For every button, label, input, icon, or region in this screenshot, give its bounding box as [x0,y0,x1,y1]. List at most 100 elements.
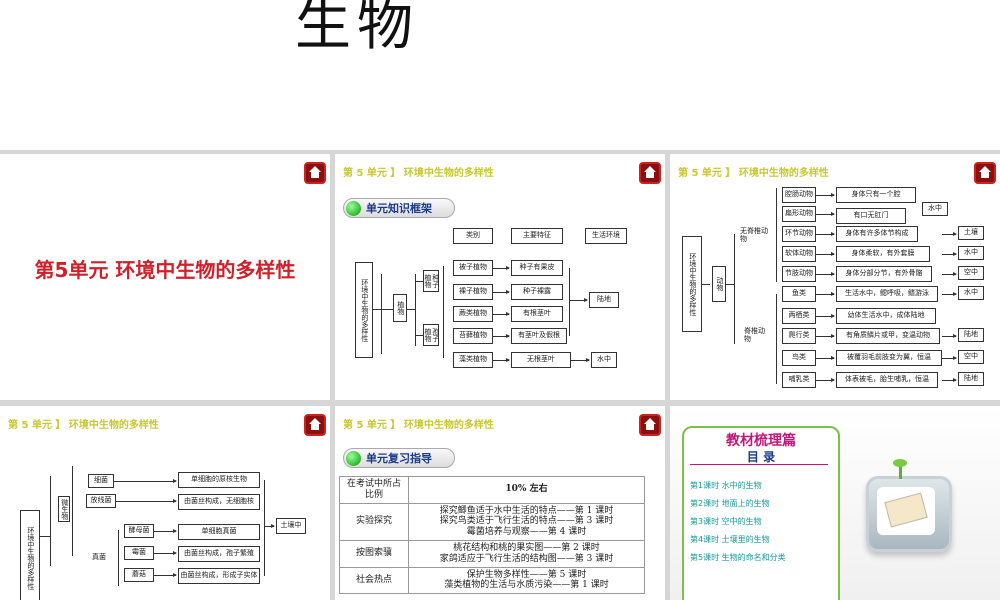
feature-box: 由菌丝构成，孢子繁殖 [178,546,260,562]
slide-header: 第 5 单元 】 环境中生物的多样性 [343,420,494,431]
home-icon[interactable] [304,162,326,184]
environment-box: 空中 [958,266,984,280]
table-value: 10% 左右 [408,476,645,504]
environment-box: 水中 [958,246,984,260]
feature-box: 有根茎叶 [511,306,563,322]
slide-thumbnail-4[interactable]: 第 5 单元 】 环境中生物的多样性 环境中生物的多样性 微生物 细菌 单细胞的… [0,406,330,600]
slide-header: 第 5 单元 】 环境中生物的多样性 [343,168,494,179]
toc-item[interactable]: 第3课时 空中的生物 [690,517,762,526]
home-icon[interactable] [304,414,326,436]
microbe-box: 蘑菇 [124,568,154,582]
slide1-title: 第5单元 环境中生物的多样性 [34,258,296,282]
animal-group-box: 哺乳类 [782,372,816,388]
microbe-box: 酵母菌 [124,524,154,538]
category-box: 藻类植物 [453,352,493,368]
feature-box: 有口无肛门 [836,208,906,224]
animal-node: 动物 [712,266,726,302]
microbe-node: 微生物 [58,496,70,522]
environment-box: 土壤 [958,226,984,240]
slide-thumbnail-1[interactable]: 第5单元 环境中生物的多样性 [0,154,330,400]
bullet-icon [346,201,361,216]
table-value: 探究鲫鱼适于水中生活的特点——第 1 课时 探究鸟类适于飞行生活的特点——第 3… [408,502,645,541]
home-icon[interactable] [639,414,661,436]
feature-box: 身体分部分节，有外骨骼 [836,266,932,282]
plant-node: 植物 [393,294,407,322]
root-node: 环境中生物的多样性 [355,262,373,358]
slide-thumbnail-2[interactable]: 第 5 单元 】 环境中生物的多样性 单元知识框架 类别 主要特征 生活环境 环… [335,154,665,400]
table-key: 按图索骥 [339,539,409,568]
slide-thumbnail-3[interactable]: 第 5 单元 】 环境中生物的多样性 环境中生物的多样性 动物 无脊椎动物 脊椎… [670,154,1000,400]
slide-header: 第 5 单元 】 环境中生物的多样性 [8,420,159,431]
seed-plant-node: 种子植物 [423,270,440,292]
monitor-book-icon [866,459,952,552]
feature-box: 由菌丝构成，形成子实体 [178,568,260,584]
feature-box: 无根茎叶 [511,352,571,368]
toc-item[interactable]: 第4课时 土壤里的生物 [690,535,770,544]
feature-box: 身体柔软，有外套膜 [836,246,930,262]
table-value: 保护生物多样性——第 5 课时 藻类植物的生活与水质污染——第 1 课时 [408,566,645,595]
table-key: 在考试中所占比例 [339,476,409,504]
environment-box: 空中 [958,350,984,364]
feature-box: 体表被毛，胎生哺乳，恒温 [836,372,938,388]
deck-title: 生物 [295,0,419,58]
environment-box: 陆地 [958,328,984,342]
animal-group-box: 节肢动物 [782,266,816,282]
feature-box: 有角质鳞片或甲，变温动物 [836,328,940,344]
toc-subtitle: 目 录 [746,450,776,464]
root-node: 环境中生物的多样性 [682,236,702,332]
slide-header: 第 5 单元 】 环境中生物的多样性 [678,168,829,179]
category-box: 苔藓植物 [453,328,493,344]
feature-box: 生活水中，鳃呼吸，鳍游泳 [836,286,938,302]
environment-box: 陆地 [958,372,984,386]
microbe-box: 放线菌 [86,494,116,508]
vertebrate-label: 脊椎动物 [744,327,765,343]
home-icon[interactable] [974,162,996,184]
feature-box: 种子裸露 [511,284,563,300]
toc-panel: 教材梳理篇 目 录 第1课时 水中的生物 第2课时 地面上的生物 第3课时 空中… [682,426,840,600]
feature-box: 身体只有一个腔 [836,187,916,203]
section-pill: 单元复习指导 [343,448,455,468]
microbe-box: 细菌 [88,474,114,488]
feature-box: 种子有果皮 [511,260,563,276]
animal-group-box: 环节动物 [782,226,816,242]
feature-box: 单细胞真菌 [178,524,260,540]
fungi-label: 真菌 [92,553,106,561]
feature-box: 被覆羽毛前肢变为翼，恒温 [836,350,942,366]
animal-group-box: 鱼类 [782,286,816,302]
environment-box: 土壤中 [276,518,306,534]
root-node: 环境中生物的多样性 [20,510,40,600]
table-key: 实验探究 [339,502,409,541]
animal-group-box: 两栖类 [782,308,816,324]
toc-item[interactable]: 第2课时 地面上的生物 [690,499,770,508]
slide-thumbnail-6[interactable]: 教材梳理篇 目 录 第1课时 水中的生物 第2课时 地面上的生物 第3课时 空中… [670,406,1000,600]
toc-item[interactable]: 第1课时 水中的生物 [690,481,762,490]
col-header: 类别 [453,228,493,244]
microbe-box: 霉菌 [124,546,154,560]
animal-group-box: 软体动物 [782,246,816,262]
animal-group-box: 爬行类 [782,328,816,344]
section-pill: 单元知识框架 [343,198,455,218]
table-value: 桃花结构和桃的果实图——第 2 课时 家鸽适应于飞行生活的结构图——第 3 课时 [408,539,645,568]
feature-box: 有茎叶及假根 [511,328,567,344]
feature-box: 由菌丝构成，无细胞核 [178,494,260,510]
toc-item[interactable]: 第5课时 生物的命名和分类 [690,553,786,562]
environment-box: 水中 [958,286,984,300]
invertebrate-label: 无脊椎动物 [740,227,768,243]
category-box: 蕨类植物 [453,306,493,322]
home-icon[interactable] [639,162,661,184]
environment-box: 水中 [591,352,617,368]
animal-group-box: 扁形动物 [782,206,816,222]
table-key: 社会热点 [339,566,409,595]
slide-sorter-grid: 第5单元 环境中生物的多样性 第 5 单元 】 环境中生物的多样性 单元知识框架… [0,150,1000,600]
category-box: 被子植物 [453,260,493,276]
feature-box: 幼体生活水中，成体陆地 [836,308,936,324]
feature-box: 单细胞的原核生物 [178,472,260,488]
toc-divider [690,464,828,465]
bullet-icon [346,451,361,466]
col-header: 主要特征 [511,228,563,244]
environment-box: 陆地 [589,292,619,308]
col-header: 生活环境 [585,228,627,244]
animal-group-box: 腔肠动物 [782,187,816,203]
